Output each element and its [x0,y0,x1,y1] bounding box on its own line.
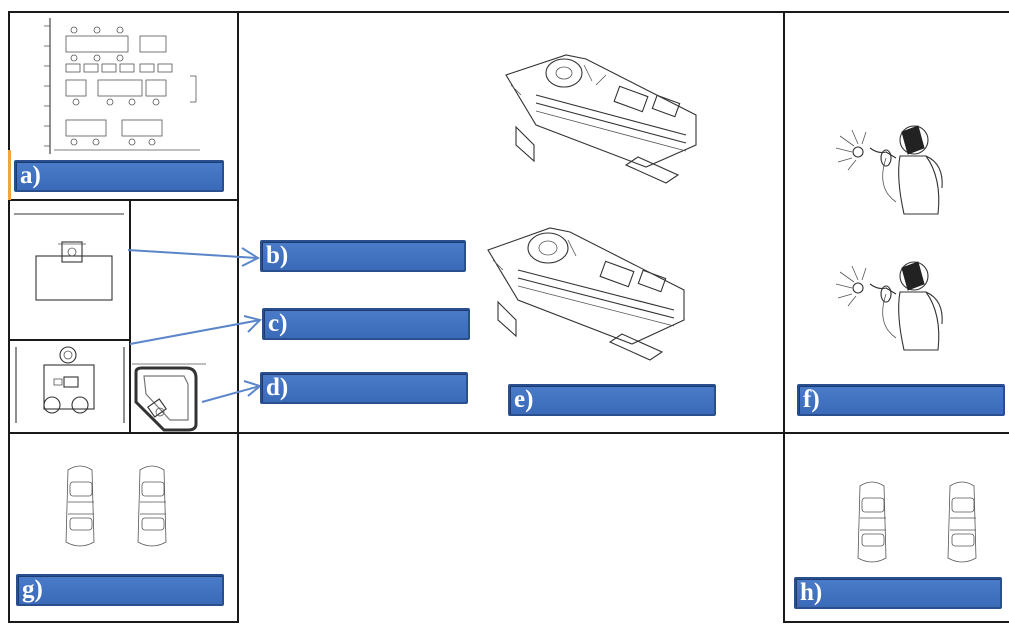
label-f: f) [797,384,1005,416]
cell-a-bottom [8,199,239,201]
car-top-view-icon-2 [857,481,977,563]
table-plan-icon [14,213,124,301]
cell-split-horizontal [8,339,131,341]
arrow-to-c [129,315,262,345]
arrow-to-b [127,247,261,267]
label-d-text: d) [266,374,289,401]
bottom-border-left [8,621,239,623]
accent-orange [8,150,11,200]
label-a: a) [14,160,224,192]
row-divider [8,432,1009,434]
arrow-to-d [201,380,263,403]
divider-left [237,11,239,623]
label-g: g) [16,574,224,606]
label-c: c) [262,308,470,340]
machine-plan-icon [15,346,125,423]
left-border [8,11,10,623]
label-c-text: c) [268,310,288,337]
label-d: d) [260,372,468,404]
label-g-text: g) [22,576,43,603]
car-top-view-icon [65,465,167,547]
top-border [8,11,1009,13]
divider-right [783,11,785,623]
label-h-text: h) [800,579,823,606]
lathe-machine-icon [505,54,697,184]
label-a-text: a) [20,162,41,189]
label-b: b) [260,240,466,272]
label-b-text: b) [266,242,289,269]
welder-icon-2 [835,261,943,351]
cell-split-vertical [129,199,131,434]
welder-icon [835,125,943,215]
lathe-machine-icon-2 [487,227,685,361]
label-e: e) [508,384,716,416]
office-layout-icon [44,18,200,154]
bottom-border-right [783,621,1009,623]
cornered-plan-icon [132,363,206,432]
label-h: h) [794,577,1002,609]
label-f-text: f) [803,386,820,413]
label-e-text: e) [514,386,534,413]
